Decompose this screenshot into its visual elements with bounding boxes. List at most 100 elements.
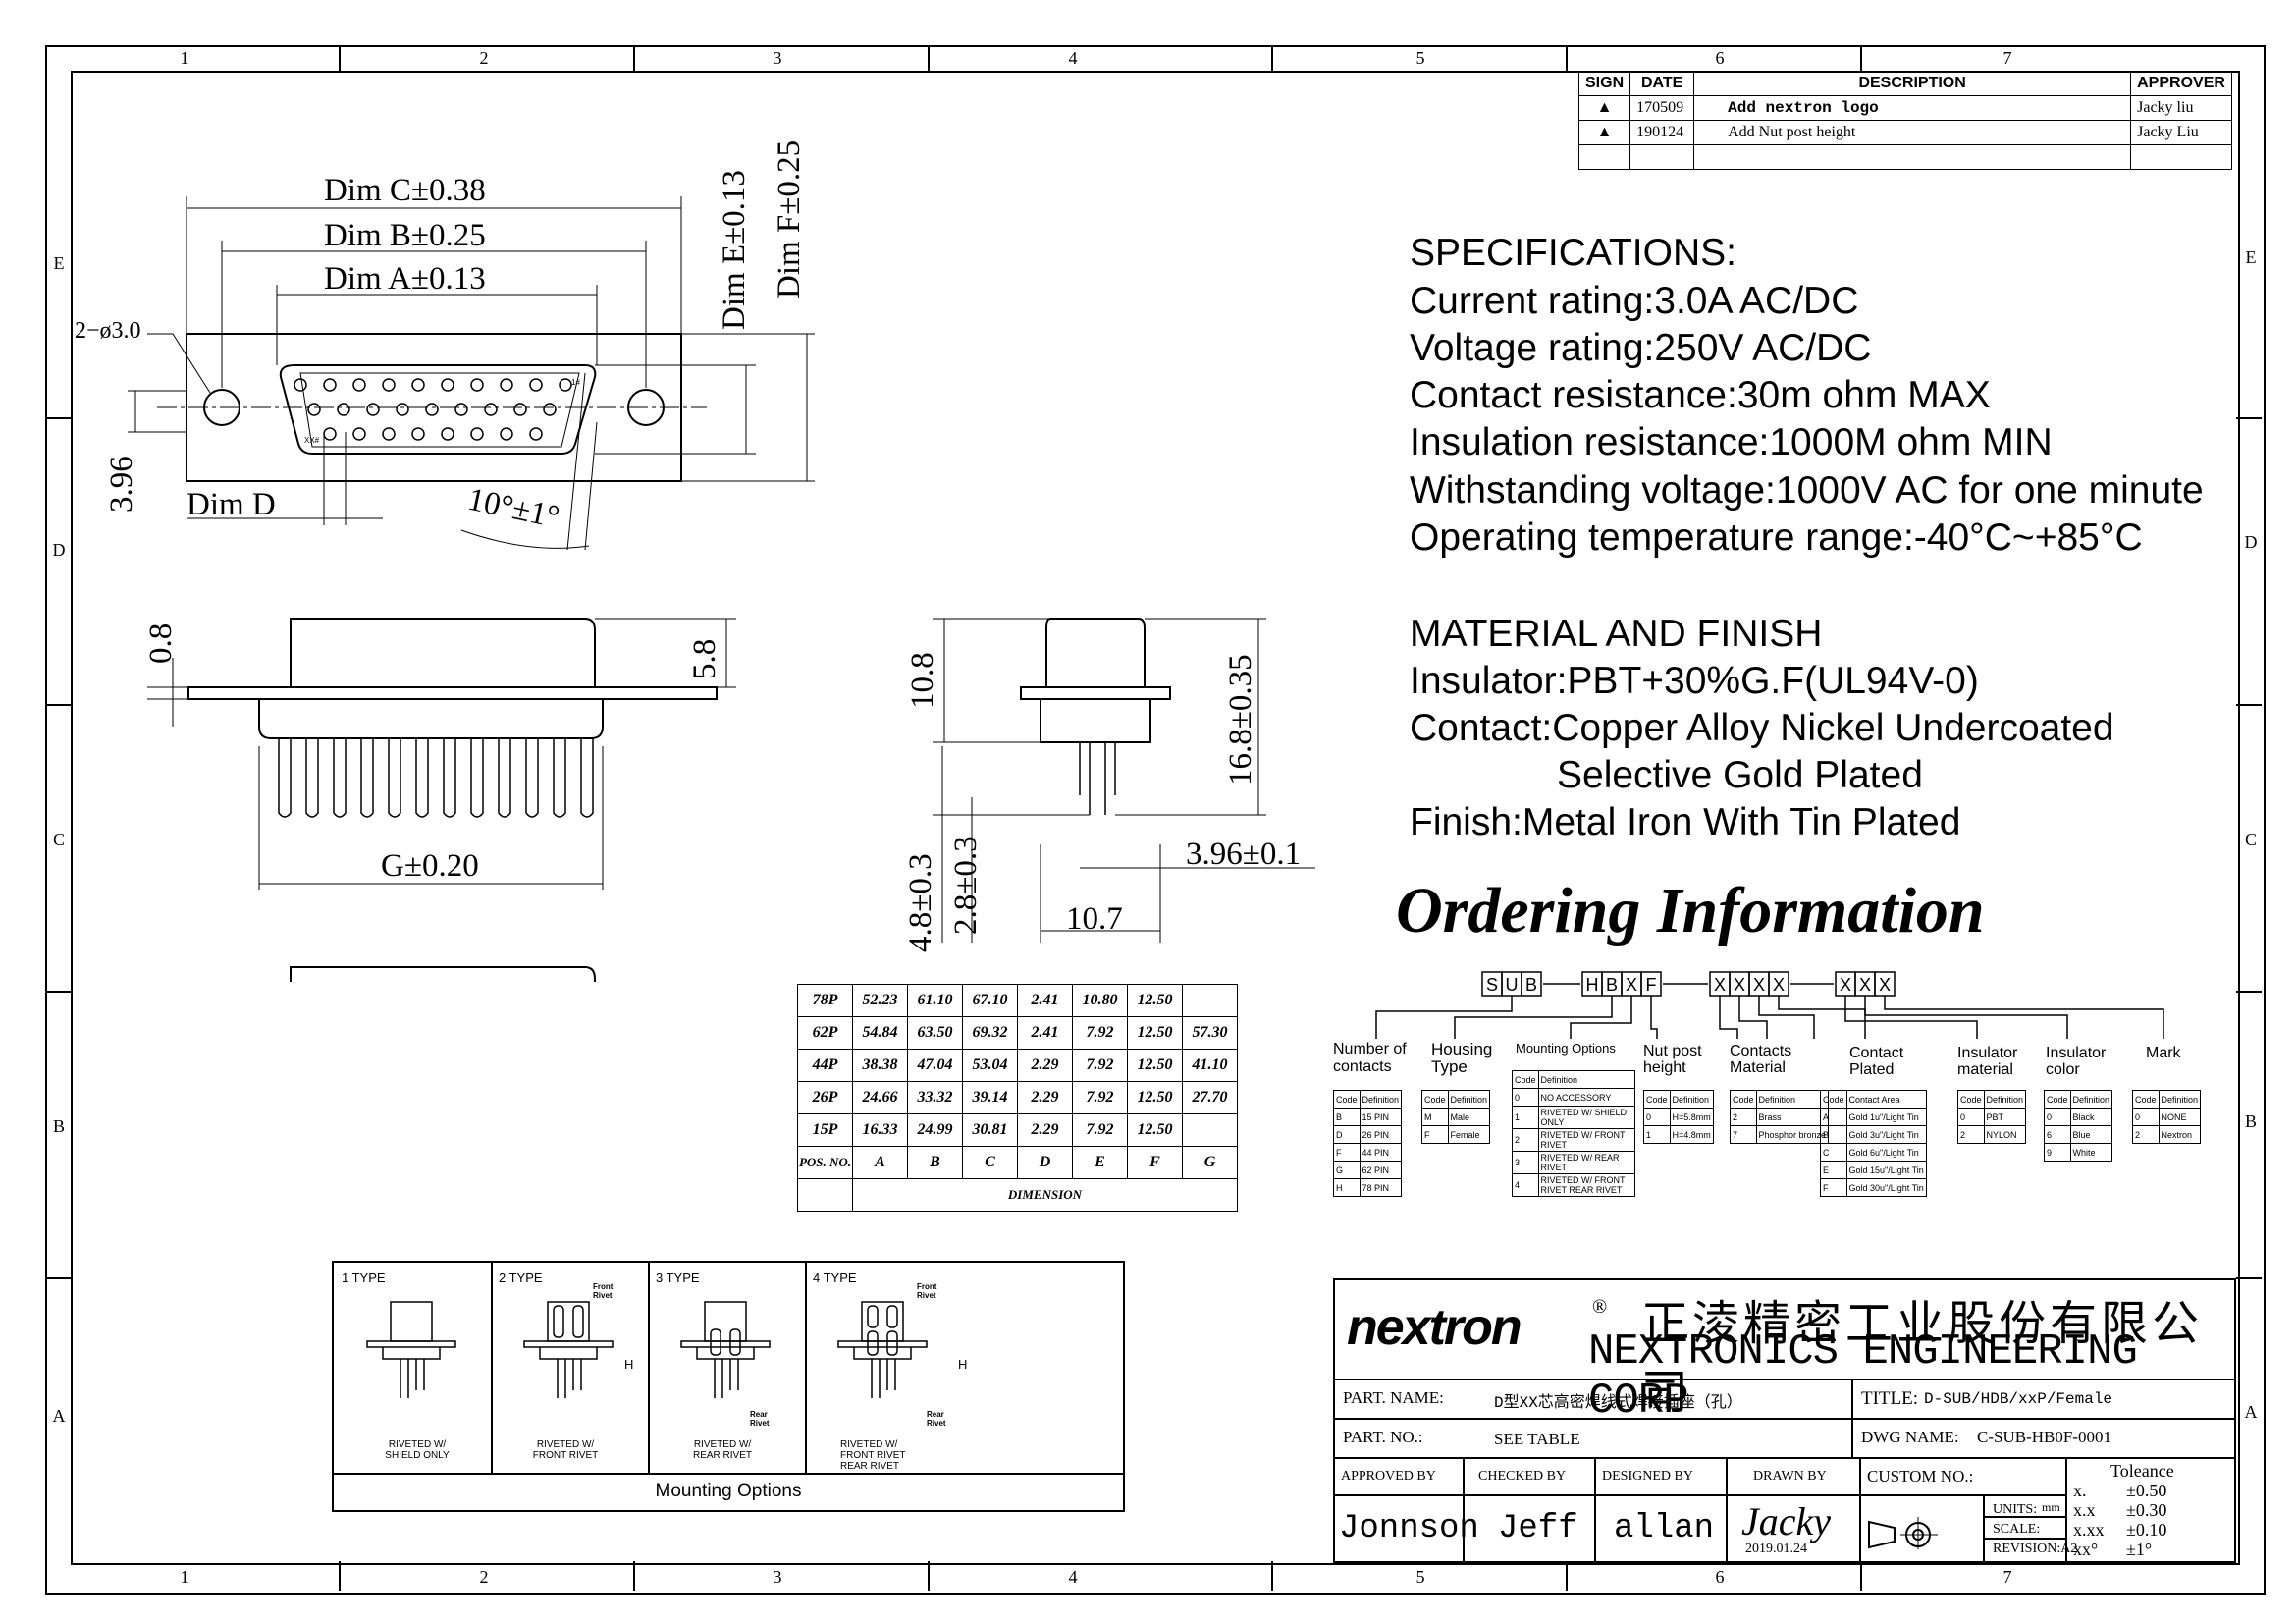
pin1-label: 1#: [571, 378, 580, 387]
code: 2: [1957, 1125, 1985, 1144]
material-title: MATERIAL AND FINISH: [1410, 613, 1823, 655]
col-code: Code: [1512, 1070, 1539, 1089]
title-label: TITLE:: [1861, 1388, 1919, 1409]
tolerance-label: Toleance: [2110, 1461, 2174, 1481]
def: Phosphor bronze: [1755, 1125, 1830, 1144]
svg-text:F: F: [1646, 975, 1657, 995]
tol-key: x.: [2073, 1481, 2087, 1500]
label-housing-type: Housing Type: [1431, 1040, 1493, 1076]
dim-107: 10.7: [1066, 901, 1123, 937]
svg-text:X: X: [1859, 975, 1871, 995]
zone-row-d: D: [52, 540, 66, 560]
zone-col-7-bottom: 7: [2002, 1567, 2012, 1587]
def: PBT: [1983, 1108, 2027, 1126]
code: 0: [1512, 1088, 1539, 1107]
col-code: Code: [1333, 1090, 1361, 1109]
code: F: [1421, 1125, 1449, 1144]
code: B: [1333, 1108, 1361, 1126]
zone-col-3: 3: [773, 48, 782, 68]
mounting-options-caption: Mounting Options: [655, 1481, 802, 1501]
designed-label: DESIGNED BY: [1602, 1469, 1693, 1484]
svg-text:B: B: [1525, 975, 1537, 995]
def: 78 PIN: [1359, 1178, 1403, 1197]
units-label: UNITS:: [1993, 1502, 2038, 1517]
def: 15 PIN: [1359, 1108, 1403, 1126]
zone-row-a-right: A: [2244, 1402, 2258, 1422]
approved-label: APPROVED BY: [1341, 1469, 1436, 1484]
revision-sign-icon: ▲: [1577, 120, 1631, 145]
def: RIVETED W/ REAR RIVET: [1537, 1151, 1636, 1174]
revision-sign-icon: ▲: [1577, 95, 1631, 121]
units-value: mm: [2042, 1500, 2060, 1514]
revision-label: REVISION:A2: [1993, 1542, 2078, 1556]
revision-table: SIGN DATE DESCRIPTION APPROVER ▲ 170509 …: [1577, 71, 2232, 170]
zone-col-1: 1: [180, 48, 189, 68]
tol-key: x.x: [2073, 1500, 2096, 1520]
dim-08: 0.8: [143, 623, 179, 664]
svg-text:X: X: [1773, 975, 1785, 995]
zone-row-b-right: B: [2244, 1111, 2257, 1131]
dim-396b: 3.96±0.1: [1186, 837, 1302, 872]
dim-a: Dim A±0.13: [324, 261, 486, 297]
label-nut-post-height: Nut post height: [1643, 1043, 1702, 1076]
col-def: Contact Area: [1845, 1090, 1927, 1109]
drawn-label: DRAWN BY: [1753, 1469, 1827, 1484]
spec-title: SPECIFICATIONS:: [1410, 232, 1736, 274]
code: M: [1421, 1108, 1449, 1126]
material-line: Selective Gold Plated: [1557, 754, 1923, 796]
def: H=4.8mm: [1669, 1125, 1714, 1144]
part-no: SEE TABLE: [1494, 1430, 1580, 1448]
custom-no-label: CUSTOM NO.:: [1867, 1467, 1974, 1486]
code: 6: [2044, 1125, 2071, 1144]
revision-desc: Add Nut post height: [1693, 120, 2132, 145]
type-desc: RIVETED W/ REAR RIVET: [692, 1439, 752, 1461]
type-desc: RIVETED W/ FRONT RIVET: [532, 1439, 599, 1461]
checked-by: Jeff: [1498, 1510, 1578, 1547]
def: Gold 1u"/Light Tin: [1845, 1108, 1927, 1126]
code-char: S: [1486, 975, 1498, 995]
rear-rivet-label: Rear Rivet: [927, 1410, 946, 1428]
spec-line: Withstanding voltage:1000V AC for one mi…: [1410, 469, 2204, 512]
def: Gold 6u"/Light Tin: [1845, 1143, 1927, 1162]
code: F: [1333, 1143, 1361, 1162]
zone-col-6: 6: [1715, 48, 1725, 68]
col-code: Code: [1957, 1090, 1985, 1109]
zone-row-b: B: [52, 1116, 65, 1136]
code: 3: [1512, 1151, 1539, 1174]
dim-g: G±0.20: [381, 848, 479, 884]
type-desc: RIVETED W/ FRONT RIVET REAR RIVET: [840, 1439, 906, 1472]
dimension-caption: DIMENSION: [852, 1178, 1238, 1212]
label-insulator-color: Insulator color: [2046, 1045, 2107, 1078]
dwg-name-label: DWG NAME:: [1861, 1428, 1959, 1446]
zone-col-4: 4: [1068, 48, 1078, 68]
projection-symbol-icon: [1868, 1517, 1938, 1549]
col-def: Definition: [2158, 1090, 2202, 1109]
type-label: 4 TYPE: [813, 1271, 857, 1285]
checked-label: CHECKED BY: [1478, 1469, 1567, 1484]
dwg-name: C-SUB-HB0F-0001: [1977, 1428, 2111, 1446]
title-block: nextron ® 正淩精密工业股份有限公司 NEXTRONICS ENGINE…: [1333, 1278, 2236, 1563]
h-label: H: [958, 1357, 968, 1372]
revision-row: ▲ 170509 Add nextron logo Jacky liu: [1577, 95, 2232, 121]
col-def: Definition: [1669, 1090, 1714, 1109]
zone-col-5: 5: [1415, 48, 1425, 68]
code: H: [1333, 1178, 1361, 1197]
zone-row-c: C: [52, 830, 65, 849]
dim-28: 2.8±0.3: [948, 836, 984, 935]
tol-val: ±0.10: [2126, 1520, 2167, 1540]
code: E: [1820, 1161, 1847, 1179]
material-line: Finish:Metal Iron With Tin Plated: [1410, 801, 1961, 843]
def: RIVETED W/ SHIELD ONLY: [1537, 1106, 1636, 1129]
spec-line: Voltage rating:250V AC/DC: [1410, 327, 1872, 369]
drawing-border-inner: [71, 71, 2240, 1565]
svg-text:X: X: [1753, 975, 1765, 995]
def: 62 PIN: [1359, 1161, 1403, 1179]
